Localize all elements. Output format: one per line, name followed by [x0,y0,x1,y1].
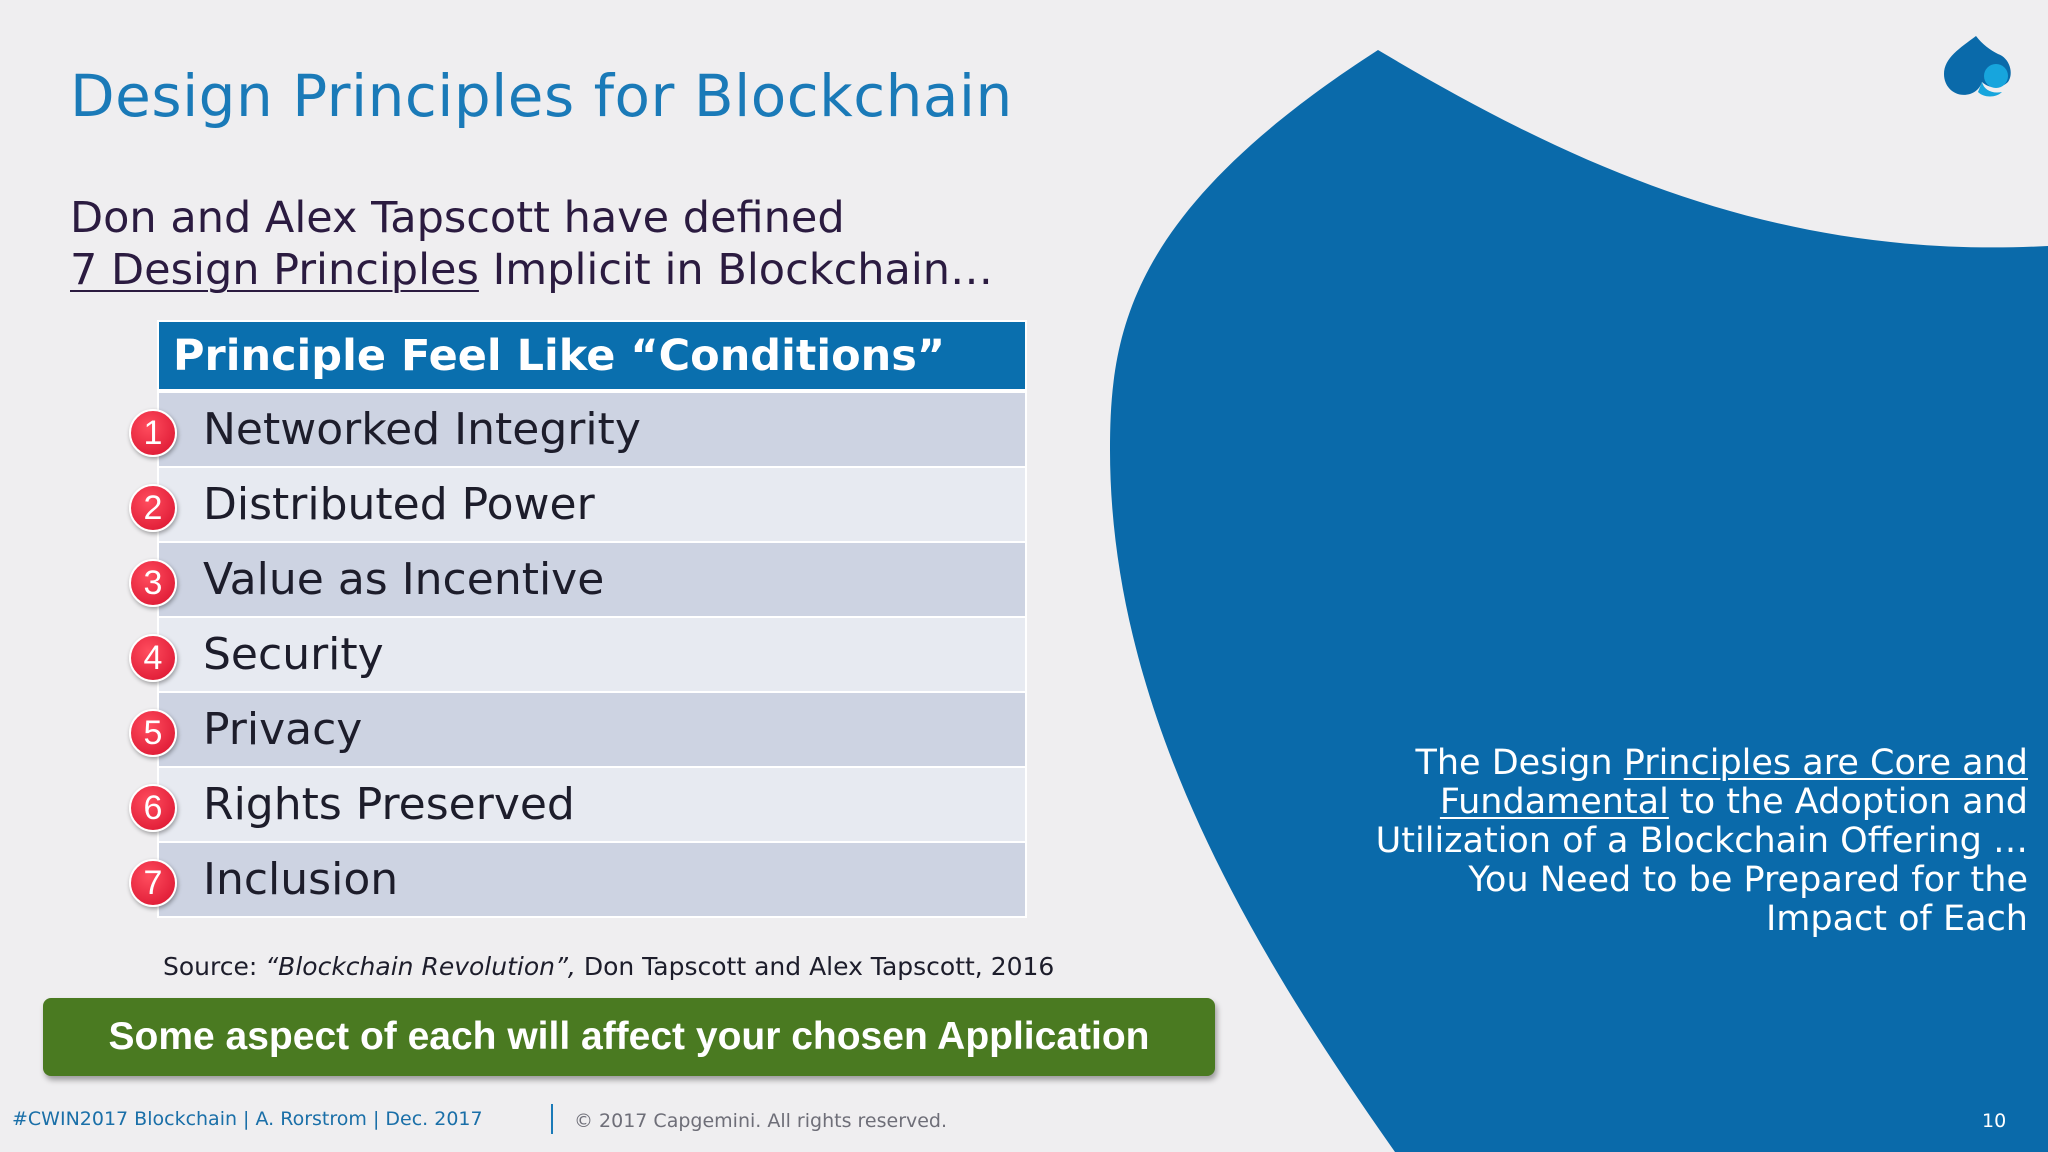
intro-line-2: 7 Design Principles Implicit in Blockcha… [70,244,993,296]
intro-line-1: Don and Alex Tapscott have defined [70,193,845,243]
row-label: Networked Integrity [203,404,641,455]
footer-copyright: © 2017 Capgemini. All rights reserved. [574,1110,948,1132]
intro-underlined: 7 Design Principles [70,245,479,295]
intro-text: Don and Alex Tapscott have defined 7 Des… [70,192,993,296]
source-prefix: Source: [163,952,266,981]
row-label: Rights Preserved [203,779,575,830]
right-text-plain: to the Adoption and [1668,782,2028,822]
source-rest: Don Tapscott and Alex Tapscott, 2016 [575,952,1055,981]
right-line-5: Impact of Each [1765,899,2028,939]
table-row: 7 Inclusion [129,843,1027,918]
page-title: Design Principles for Blockchain [70,62,1013,130]
page-number: 10 [1982,1110,2007,1132]
footer-event-info: #CWIN2017 Blockchain | A. Rorstrom | Dec… [12,1108,483,1130]
number-badge-icon: 5 [129,709,177,757]
row-label: Privacy [203,704,363,755]
table-header: Principle Feel Like “Conditions” [157,320,1027,393]
number-badge-icon: 2 [129,484,177,532]
number-badge-icon: 4 [129,634,177,682]
source-book: “Blockchain Revolution”, [265,952,576,981]
capgemini-spade-logo-icon [1944,36,2011,97]
table-row: 4 Security [129,618,1027,693]
number-badge-icon: 1 [129,409,177,457]
table-row: 1 Networked Integrity [129,393,1027,468]
right-text-underlined: Principles are Core and [1623,743,2028,783]
number-badge-icon: 6 [129,784,177,832]
row-label: Value as Incentive [203,554,605,605]
right-line-3: Utilization of a Blockchain Offering … [1375,821,2028,861]
principles-table: Principle Feel Like “Conditions” 1 Netwo… [129,320,1027,918]
right-line-2: Fundamental to the Adoption and [1328,783,2028,822]
source-citation: Source: “Blockchain Revolution”, Don Tap… [163,952,1054,981]
table-row: 6 Rights Preserved [129,768,1027,843]
number-badge-icon: 3 [129,559,177,607]
table-row: 2 Distributed Power [129,468,1027,543]
callout-banner: Some aspect of each will affect your cho… [43,998,1215,1076]
table-row: 5 Privacy [129,693,1027,768]
intro-rest: Implicit in Blockchain… [478,245,994,295]
right-panel-text: The Design Principles are Core and Funda… [1328,744,2028,939]
right-line-1: The Design Principles are Core and [1328,743,2029,783]
row-label: Security [203,629,384,680]
row-label: Distributed Power [203,479,595,530]
number-badge-icon: 7 [129,859,177,907]
right-line-4: You Need to be Prepared for the [1468,860,2028,900]
right-text-plain: The Design [1415,743,1624,783]
row-label: Inclusion [203,854,399,905]
table-row: 3 Value as Incentive [129,543,1027,618]
footer-divider [551,1104,553,1134]
right-text-underlined: Fundamental [1439,782,1669,822]
